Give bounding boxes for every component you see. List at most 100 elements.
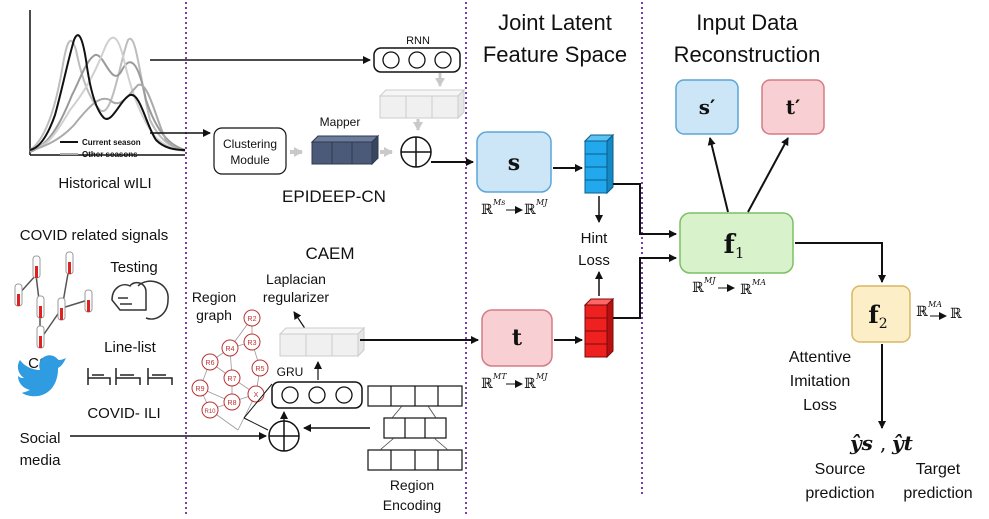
region-graph-label-1: Region (192, 289, 236, 305)
arrow-bluestack-to-f1 (613, 183, 677, 238)
wili-plot: Current season Other seasons (29, 10, 186, 159)
twitter-icon (17, 355, 67, 397)
region-graph-label-2: graph (196, 307, 232, 323)
reconstruction-title: Reconstruction (674, 42, 821, 67)
svg-text:X: X (254, 392, 259, 399)
joint-latent-title: Joint Latent (498, 10, 612, 35)
gru-hidden-stack (278, 326, 366, 358)
region-node-r10: R10 (201, 401, 219, 419)
svg-text:MA: MA (927, 300, 942, 309)
module-label: Module (230, 153, 270, 167)
rnn-label: RNN (406, 35, 430, 47)
f1-label: f1 (724, 230, 745, 262)
region-encoding-label-1: Region (390, 477, 434, 493)
s-prime-label: s′ (699, 95, 716, 119)
media-label: media (20, 452, 62, 469)
svg-text:MT: MT (492, 372, 507, 381)
testing-label: Testing (110, 259, 158, 276)
red-latent-stack (583, 297, 615, 359)
svg-text:ŷs: ŷs (849, 431, 873, 455)
svg-text:ℝ: ℝ (524, 202, 536, 218)
t-prime-box (761, 79, 825, 135)
t-label: t (512, 325, 523, 351)
svg-text:ℝ: ℝ (916, 304, 928, 320)
wili-curve-other-2 (29, 53, 186, 153)
svg-text:MA: MA (751, 278, 766, 287)
wili-curve-other-1 (29, 37, 186, 151)
svg-text:ℝ: ℝ (481, 376, 493, 392)
svg-text:R10: R10 (204, 409, 216, 415)
region-node-r7: R7 (223, 369, 241, 387)
gru-block (271, 381, 363, 409)
line-list-label: Line-list (104, 339, 157, 356)
region-encoding-block (367, 385, 463, 471)
source-label: Source (815, 461, 866, 478)
svg-text:MJ: MJ (703, 276, 716, 285)
svg-text:R4: R4 (226, 346, 235, 353)
rnn-block (373, 47, 461, 73)
arrow-to-laplacian (293, 311, 307, 331)
testing-icon (111, 280, 169, 320)
covid-ili-label: COVID- ILI (87, 405, 160, 422)
column-dividers (185, 2, 643, 515)
target-label: Target (916, 461, 961, 478)
region-node-r2: R2 (243, 309, 261, 327)
arrow-f1-to-s-prime (707, 137, 729, 213)
t-prime-label: t′ (786, 95, 801, 119)
svg-text:MJ: MJ (535, 372, 548, 381)
input-data-title: Input Data (696, 10, 798, 35)
svg-text:R3: R3 (248, 340, 257, 347)
svg-text:R6: R6 (206, 360, 215, 367)
f2-label: f2 (868, 300, 887, 332)
hint-loss-label: Loss (578, 252, 610, 269)
attentive-label: Attentive (789, 349, 851, 366)
epideep-label: EPIDEEP-CN (282, 187, 386, 206)
s-box (476, 131, 552, 193)
region-node-r8: R8 (223, 393, 241, 411)
embedding-stack (378, 88, 466, 120)
arrow-f1-to-t-prime (747, 137, 789, 213)
blue-latent-stack (583, 133, 615, 195)
legend-current: Current season (82, 138, 141, 147)
region-node-r6: R6 (201, 353, 219, 371)
svg-text:ℝ: ℝ (950, 306, 962, 322)
f1-box (679, 212, 794, 274)
loss-label: Loss (803, 397, 837, 414)
clustering-module-box (213, 127, 287, 175)
hint-label: Hint (581, 230, 609, 247)
s-prime-box (675, 79, 739, 135)
svg-text:R9: R9 (196, 386, 205, 393)
mapper-label: Mapper (320, 115, 361, 129)
source-prediction-label: prediction (805, 485, 874, 502)
legend-other: Other seasons (82, 150, 138, 159)
gru-label: GRU (277, 365, 304, 379)
f1-mapping-label: ℝ MJ ℝ MA (692, 276, 766, 298)
t-box (481, 309, 553, 367)
social-label: Social (20, 430, 61, 447)
caem-label: CAEM (305, 244, 354, 263)
clustering-label: Clustering (223, 137, 277, 151)
region-node-r5: R5 (251, 359, 269, 377)
regularizer-label: regularizer (263, 289, 329, 305)
feature-space-title: Feature Space (483, 42, 627, 67)
covid-signals-label: COVID related signals (20, 227, 168, 244)
svg-text:ℝ: ℝ (481, 202, 493, 218)
mapper-block (310, 134, 380, 166)
svg-text:Ms: Ms (492, 198, 505, 207)
svg-text:ℝ: ℝ (692, 280, 704, 296)
region-node-r3: R3 (243, 333, 261, 351)
wili-curve-current (29, 34, 186, 151)
region-encoding-label-2: Encoding (383, 497, 441, 513)
svg-text:R7: R7 (228, 376, 237, 383)
s-label: s (508, 150, 520, 176)
concat-plus-icon-1 (400, 136, 432, 168)
target-prediction-label: prediction (903, 485, 972, 502)
prediction-symbols: ŷs , ŷt (849, 431, 914, 455)
arrow-f1-to-f2 (795, 242, 886, 283)
region-node-r9: R9 (191, 379, 209, 397)
svg-text:ℝ: ℝ (524, 376, 536, 392)
f2-box (851, 285, 911, 343)
arrow-redstack-to-f1 (613, 254, 677, 319)
f2-mapping-label: ℝ MA ℝ (916, 300, 962, 322)
